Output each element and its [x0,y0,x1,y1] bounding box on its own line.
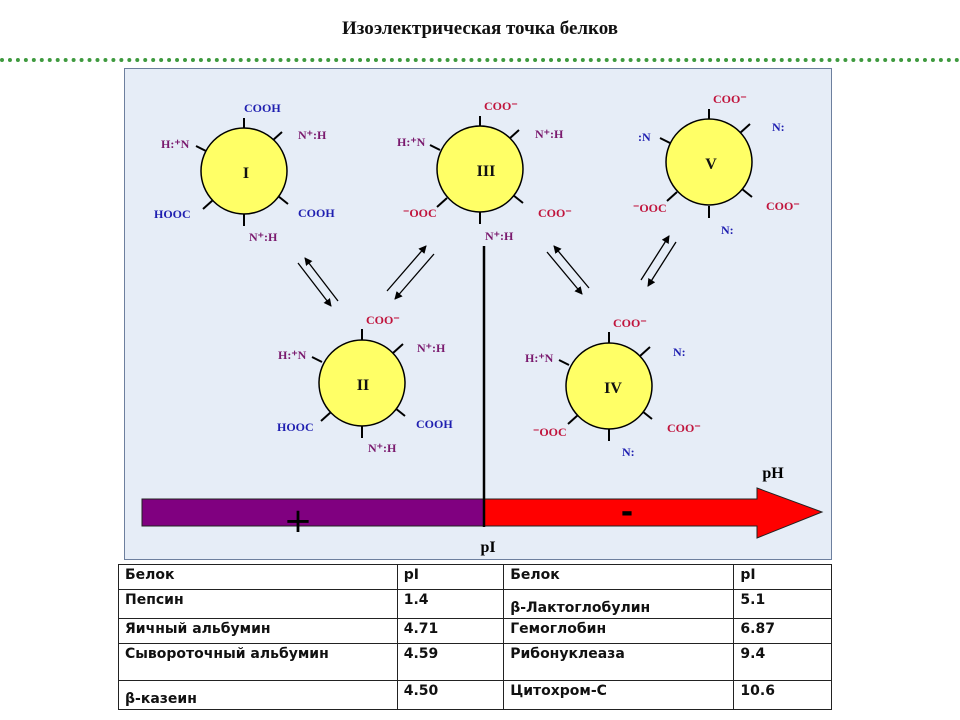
group-I-bottom-right: COOH [298,206,335,220]
table-cell-text: β-Лактоглобулин [510,600,651,616]
group-III-top-right: N⁺:H [535,127,564,141]
group-I-top: COOH [244,101,281,115]
molecule-IV: IV COO⁻ N: H:⁺N ⁻OOC COO⁻ N: [525,316,701,459]
group-IV-bottom-right: COO⁻ [667,421,701,435]
group-II-top: COO⁻ [366,313,400,327]
page-title: Изоэлектрическая точка белков [341,18,619,39]
group-I-bottom-left: HOOC [154,207,191,221]
group-V-bottom: N: [721,223,734,237]
group-III-top: COO⁻ [484,99,518,113]
equilibrium-arrows-IV-V [640,235,677,287]
group-III-bottom: N⁺:H [485,229,514,243]
group-III-bottom-right: COO⁻ [538,206,572,220]
table-cell: β-Лактоглобулин [503,589,735,619]
base-region-arrow [483,487,824,539]
table-cell: Гемоглобин [503,618,735,644]
group-I-left: H:⁺N [161,137,190,151]
plus-sign: + [284,501,313,541]
table-cell: 1.4 [396,589,505,619]
group-III-left: H:⁺N [397,135,426,149]
header-pi-1: pI [396,564,505,590]
equilibrium-arrows-I-II [297,257,339,307]
group-V-bottom-right: COO⁻ [766,199,800,213]
equilibrium-arrows-III-IV [546,245,590,295]
table-cell: 10.6 [733,680,832,710]
table-row: Сывороточный альбумин 4.59 Рибонуклеаза … [118,643,832,681]
ph-label: pH [762,465,784,482]
group-V-top-right: N: [772,120,785,134]
acid-region-bar [141,498,485,527]
group-II-bottom: N⁺:H [368,441,397,455]
group-IV-bottom-left: ⁻OOC [533,425,567,439]
table-cell: 4.50 [396,680,505,710]
equilibrium-arrows-II-III [386,245,435,300]
table-cell: Рибонуклеаза [503,643,735,681]
molecule-III-label: III [477,163,496,180]
molecule-V: V COO⁻ N: :N ⁻OOC COO⁻ N: [633,92,800,237]
table-cell: 4.71 [396,618,505,644]
pi-table: Белок pI Белок pI Пепсин 1.4 β-Лактоглоб… [118,564,832,710]
dotted-divider [0,58,960,62]
table-cell: 9.4 [733,643,832,681]
header-protein-2: Белок [503,564,735,590]
table-cell: 6.87 [733,618,832,644]
group-I-bottom: N⁺:H [249,230,278,244]
molecule-III: III COO⁻ N⁺:H H:⁺N ⁻OOC COO⁻ N⁺:H [397,99,572,243]
table-cell: 4.59 [396,643,505,681]
group-IV-top-right: N: [673,345,686,359]
group-V-top: COO⁻ [713,92,747,106]
group-II-bottom-left: HOOC [277,420,314,434]
group-II-left: H:⁺N [278,348,307,362]
molecule-V-label: V [705,156,717,173]
molecule-II: II COO⁻ N⁺:H H:⁺N HOOC COOH N⁺:H [277,313,453,455]
table-cell: 5.1 [733,589,832,619]
minus-sign: - [621,495,633,530]
group-IV-bottom: N: [622,445,635,459]
group-II-bottom-right: COOH [416,417,453,431]
table-header-row: Белок pI Белок pI [118,564,832,590]
table-row: β-казеин 4.50 Цитохром-С 10.6 [118,680,832,710]
table-cell: Сывороточный альбумин [118,643,398,681]
table-cell-text: β-казеин [125,691,197,707]
header-pi-2: pI [733,564,832,590]
group-I-top-right: N⁺:H [298,128,327,142]
group-III-bottom-left: ⁻OOC [403,206,437,220]
header-protein-1: Белок [118,564,398,590]
group-II-top-right: N⁺:H [417,341,446,355]
table-cell: Яичный альбумин [118,618,398,644]
molecule-I-label: I [243,165,249,182]
table-row: Яичный альбумин 4.71 Гемоглобин 6.87 [118,618,832,644]
group-V-left: :N [638,130,651,144]
group-IV-left: H:⁺N [525,351,554,365]
group-IV-top: COO⁻ [613,316,647,330]
group-V-bottom-left: ⁻OOC [633,201,667,215]
table-cell: β-казеин [118,680,398,710]
table-cell: Цитохром-С [503,680,735,710]
molecule-IV-label: IV [604,380,622,397]
table-row: Пепсин 1.4 β-Лактоглобулин 5.1 [118,589,832,619]
pi-label: pI [480,539,495,556]
molecule-II-label: II [357,377,369,394]
table-cell: Пепсин [118,589,398,619]
molecule-I: I COOH N⁺:H H:⁺N HOOC COOH N⁺:H [154,101,335,244]
